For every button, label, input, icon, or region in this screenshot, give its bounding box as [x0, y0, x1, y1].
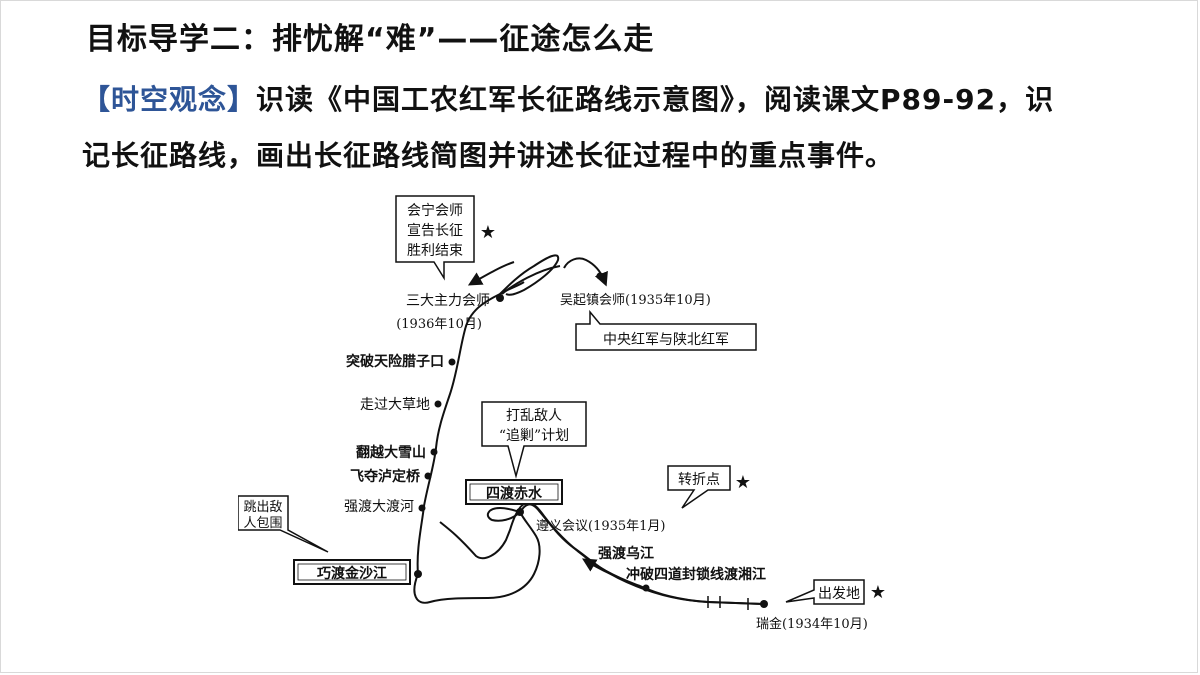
jinsha-box-inner [297, 563, 407, 581]
label-three-armies-date: (1936年10月) [396, 317, 482, 332]
long-march-map-svg: 会宁会师 宣告长征 胜利结束 ★ 三大主力会师 (1936年10月) 吴起镇会师… [238, 195, 886, 632]
dot-wuqi [596, 272, 604, 280]
label-jinsha: 巧渡金沙江 [317, 565, 387, 582]
dot-three-armies [496, 294, 504, 302]
dot-zunyi [516, 508, 524, 516]
label-turning: 转折点 [678, 472, 720, 488]
escape-callout [238, 495, 329, 553]
arrow-shaanbei-branch [501, 265, 561, 295]
dot-xiangjiang [642, 584, 650, 592]
label-xiangjiang: 冲破四道封锁线渡湘江 [626, 566, 766, 583]
escape-line-2: 人包围 [243, 516, 282, 531]
label-zunyi: 遵义会议(1935年1月) [536, 518, 666, 534]
page-title: 目标导学二：排忧解“难”——征途怎么走 [86, 22, 655, 57]
star-icon: ★ [870, 582, 886, 603]
long-march-map: 会宁会师 宣告长征 胜利结束 ★ 三大主力会师 (1936年10月) 吴起镇会师… [238, 190, 890, 634]
turning-callout [667, 465, 731, 509]
task-text: 识读《中国工农红军长征路线示意图》，阅读课文P89-92，识记长征路线，画出长征… [82, 83, 1055, 172]
dot-jinsha [414, 570, 422, 578]
disrupt-callout [481, 401, 587, 479]
escape-line-1: 跳出敌 [243, 500, 282, 515]
route-segment-east [519, 503, 765, 605]
label-dadu: 强渡大渡河 [344, 499, 414, 515]
huining-callout [395, 195, 475, 281]
label-xueshan: 翻越大雪山 [356, 444, 426, 461]
dot-luding [424, 472, 432, 480]
dot-ruijin [760, 600, 768, 608]
label-central-shaanbei: 中央红军与陕北红军 [603, 332, 729, 348]
label-lazikou: 突破天险腊子口 [346, 353, 444, 370]
arrow-xiangjiang [581, 558, 621, 579]
dot-xueshan [430, 448, 438, 456]
route-huining-loop [499, 254, 560, 296]
huining-line-2: 宣告长征 [407, 223, 463, 239]
label-wujiang: 强渡乌江 [598, 545, 654, 562]
huining-line-3: 胜利结束 [407, 243, 463, 259]
start-callout [785, 579, 865, 605]
star-icon: ★ [480, 222, 496, 243]
disrupt-line-2: “追剿”计划 [499, 428, 569, 444]
concept-tag: 【时空观念】 [82, 83, 257, 116]
star-icon: ★ [735, 472, 751, 493]
label-luding: 飞夺泸定桥 [350, 468, 421, 485]
task-paragraph: 【时空观念】识读《中国工农红军长征路线示意图》，阅读课文P89-92，识记长征路… [82, 72, 1082, 184]
dot-lazikou [448, 358, 456, 366]
label-wuqi: 吴起镇会师(1935年10月) [560, 293, 711, 308]
arrow-wuqi [563, 257, 608, 287]
label-ruijin: 瑞金(1934年10月) [756, 616, 868, 632]
huining-line-1: 会宁会师 [407, 202, 463, 219]
chishui-box-inner [469, 483, 559, 501]
arrow-to-huining [467, 261, 515, 286]
shaanbei-callout [575, 309, 757, 351]
dot-caodi [434, 400, 442, 408]
label-caodi: 走过大草地 [360, 397, 430, 413]
label-chishui: 四渡赤水 [486, 485, 543, 502]
label-three-armies: 三大主力会师 [406, 293, 490, 309]
route-segment-chishui [413, 506, 541, 604]
disrupt-line-1: 打乱敌人 [506, 407, 562, 424]
dot-dadu [418, 504, 426, 512]
label-start: 出发地 [818, 586, 860, 602]
